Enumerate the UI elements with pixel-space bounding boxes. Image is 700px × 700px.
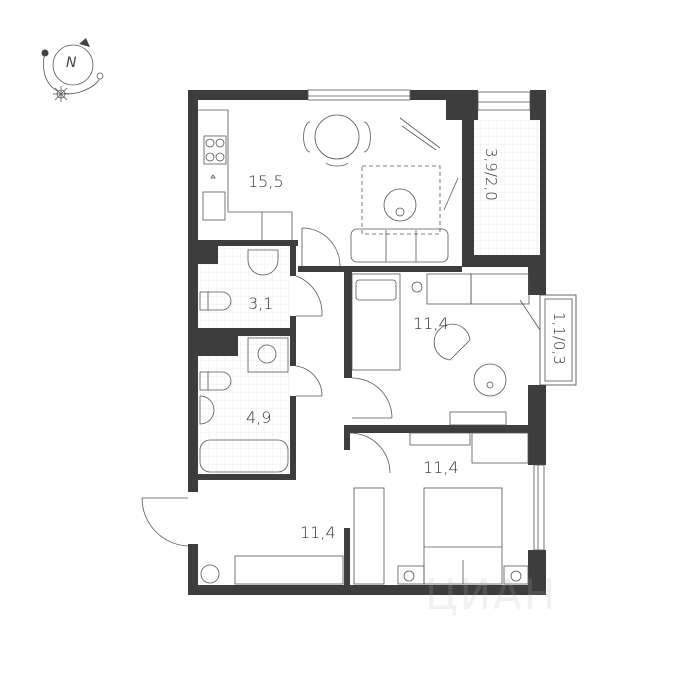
walls <box>186 90 546 595</box>
compass-north-label: N <box>66 55 77 71</box>
kitchen-furniture <box>198 109 459 267</box>
bedroom-2-furniture <box>349 432 529 585</box>
bathroom-fixtures <box>199 249 323 473</box>
room-area-bathroom-small: 3,1 <box>248 294 274 313</box>
bedroom-1-furniture <box>351 273 541 426</box>
watermark: ЦИАН <box>425 570 558 619</box>
room-area-bedroom-1: 11,4 <box>413 314 449 333</box>
room-area-bedroom-2: 11,4 <box>423 458 459 477</box>
room-area-kitchen-living: 15,5 <box>248 172 284 191</box>
room-area-loggia: 3,9/2,0 <box>482 148 500 201</box>
compass-icon <box>41 38 104 102</box>
room-area-bathroom-large: 4,9 <box>246 408 272 427</box>
hallway-furniture <box>141 497 344 585</box>
room-area-balcony: 1,1/0,3 <box>550 312 568 365</box>
room-area-hallway: 11,4 <box>300 523 336 542</box>
